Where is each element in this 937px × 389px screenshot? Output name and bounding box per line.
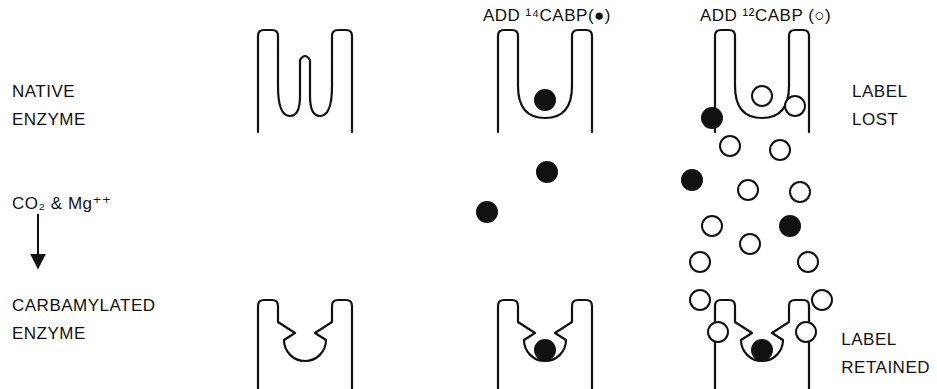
reagent-label: CO₂ & Mg⁺⁺ xyxy=(12,190,111,218)
labelled-cabp xyxy=(477,202,497,222)
unlabelled-cabp xyxy=(690,252,710,272)
unlabelled-cabp xyxy=(790,182,810,202)
unlabelled-cabp xyxy=(812,290,832,310)
labelled-cabp xyxy=(537,162,557,182)
unlabelled-cabp xyxy=(708,322,728,342)
labelled-cabp xyxy=(535,340,555,360)
unlabelled-cabp xyxy=(770,140,790,160)
row-label: CARBAMYLATED ENZYME xyxy=(12,292,156,348)
unlabelled-cabp xyxy=(796,322,816,342)
unlabelled-cabp xyxy=(785,96,805,116)
column-heading: ADD ¹⁴CABP(●) xyxy=(483,2,611,30)
unlabelled-cabp xyxy=(690,290,710,310)
unlabelled-cabp xyxy=(720,136,740,156)
unlabelled-cabp xyxy=(738,180,758,200)
carbamylated-enzyme xyxy=(258,300,352,389)
native-enzyme xyxy=(715,30,809,132)
carbamylated-enzyme xyxy=(498,300,592,389)
labelled-cabp xyxy=(702,108,722,128)
labelled-cabp xyxy=(752,340,772,360)
native-enzyme xyxy=(498,30,592,132)
result-label: LABEL LOST xyxy=(852,78,907,134)
row-label: NATIVE ENZYME xyxy=(12,78,86,134)
reaction-arrow xyxy=(37,214,39,268)
native-enzyme xyxy=(258,30,352,132)
labelled-cabp xyxy=(682,170,702,190)
unlabelled-cabp xyxy=(752,86,772,106)
labelled-cabp xyxy=(780,216,800,236)
labelled-cabp xyxy=(535,90,555,110)
unlabelled-cabp xyxy=(740,234,760,254)
unlabelled-cabp xyxy=(798,252,818,272)
column-heading: ADD ¹²CABP (○) xyxy=(700,2,831,30)
unlabelled-cabp xyxy=(702,216,722,236)
result-label: LABEL RETAINED xyxy=(841,326,930,382)
carbamylated-enzyme xyxy=(715,300,809,389)
